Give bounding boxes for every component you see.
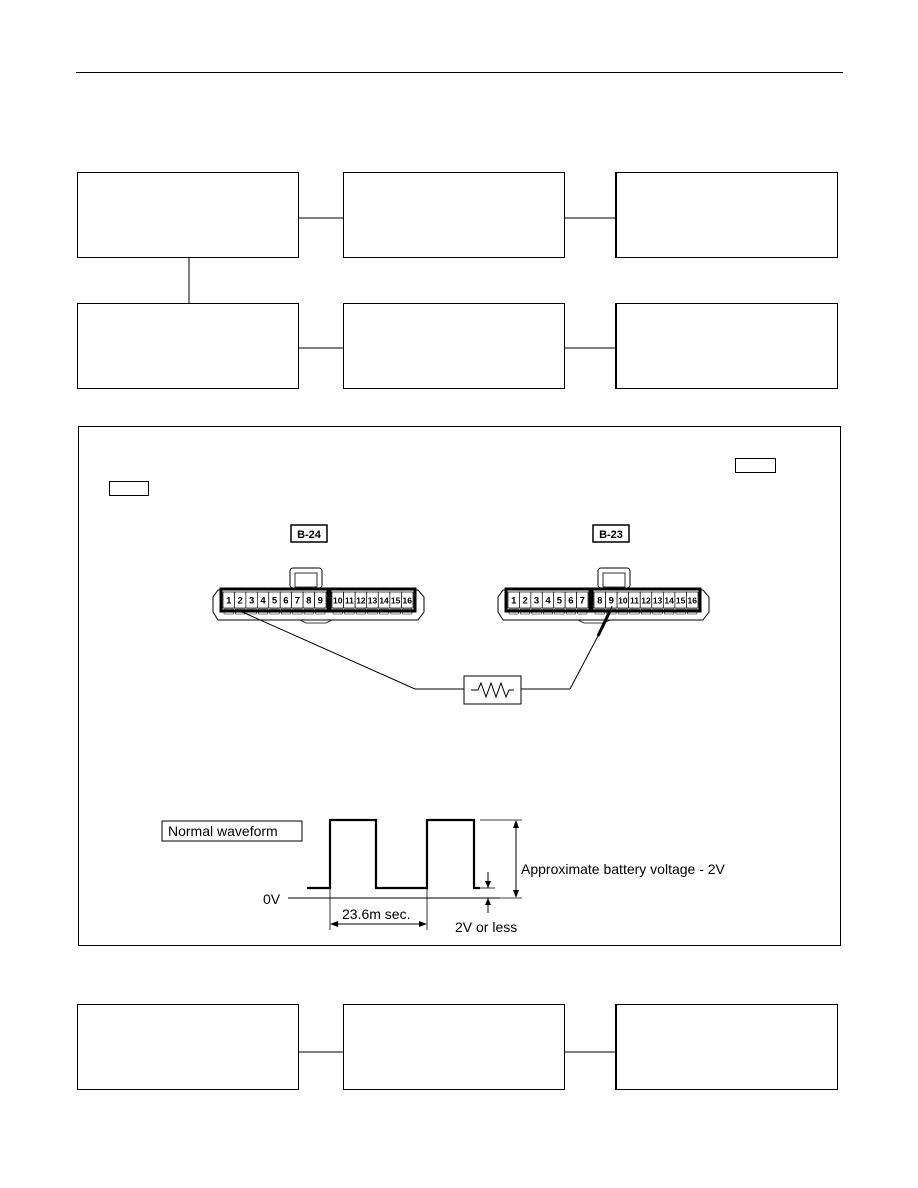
svg-text:12: 12 (356, 596, 366, 606)
b23-pin-9: 9 (605, 591, 618, 609)
b23-pin-7: 7 (576, 591, 589, 609)
period-dimension (329, 888, 428, 930)
header-rule (76, 72, 843, 73)
svg-text:5: 5 (272, 596, 278, 607)
connector-label-b24: B-24 (290, 524, 328, 543)
flow-step-box-6 (615, 303, 838, 389)
svg-text:10: 10 (618, 596, 628, 606)
b24-pin-15: 15 (389, 591, 402, 609)
b23-pin-14: 14 (662, 591, 676, 609)
b24-pin-2: 2 (234, 591, 247, 609)
svg-text:16: 16 (687, 596, 697, 606)
b24-pin-13: 13 (366, 591, 379, 609)
flow-step-box-9 (615, 1004, 838, 1090)
b23-pin-5: 5 (553, 591, 566, 609)
svg-text:Normal waveform: Normal waveform (168, 823, 278, 839)
b23-pin-12: 12 (639, 591, 653, 609)
svg-text:9: 9 (318, 596, 323, 607)
low-level-label: 2V or less (455, 919, 517, 935)
b23-pin-4: 4 (541, 591, 555, 609)
b23-pin-1: 1 (507, 591, 520, 609)
b24-pin-1: 1 (222, 591, 235, 609)
flow-step-box-2 (343, 172, 565, 258)
flow-step-box-3 (615, 172, 838, 258)
amplitude-dimension (480, 819, 522, 899)
b23-pin-13: 13 (651, 591, 664, 609)
b23-pin-3: 3 (530, 591, 543, 609)
svg-text:4: 4 (260, 596, 266, 607)
reference-tag-box-2 (109, 481, 149, 496)
b24-pin-9: 9 (314, 591, 327, 609)
svg-text:7: 7 (580, 596, 585, 607)
svg-text:2: 2 (238, 596, 243, 607)
svg-text:3: 3 (534, 596, 539, 607)
b23-pin-6: 6 (564, 591, 577, 609)
b24-pin-16: 16 (401, 591, 414, 609)
svg-text:1: 1 (226, 596, 232, 607)
svg-text:15: 15 (391, 596, 401, 606)
low-level-dimension (480, 872, 495, 913)
svg-text:5: 5 (557, 596, 563, 607)
b23-pin-16: 16 (686, 591, 699, 609)
inspection-panel (78, 426, 841, 946)
flow-step-box-1 (77, 172, 299, 258)
flow-step-box-4 (77, 303, 299, 389)
b24-pin-6: 6 (279, 591, 293, 609)
connector-label-b23: B-23 (592, 524, 630, 543)
flow-step-box-8 (343, 1004, 565, 1090)
b24-pin-5: 5 (268, 591, 281, 609)
svg-text:13: 13 (368, 596, 378, 606)
b24-pin-3: 3 (245, 591, 258, 609)
svg-text:15: 15 (676, 596, 686, 606)
b24-pin-8: 8 (302, 591, 315, 609)
b24-pin-10: 10 (331, 591, 344, 609)
svg-text:6: 6 (568, 596, 573, 607)
svg-text:4: 4 (545, 596, 551, 607)
b23-pin-8: 8 (593, 591, 606, 609)
svg-text:16: 16 (402, 596, 412, 606)
b24-pin-12: 12 (354, 591, 368, 609)
svg-text:10: 10 (333, 596, 343, 606)
svg-text:1: 1 (511, 596, 517, 607)
svg-text:8: 8 (306, 596, 311, 607)
svg-text:B-23: B-23 (599, 529, 623, 541)
flow-step-box-5 (343, 303, 565, 389)
b23-pin-11: 11 (628, 591, 641, 609)
b23-pin-2: 2 (519, 591, 532, 609)
svg-text:14: 14 (379, 596, 389, 606)
svg-text:12: 12 (641, 596, 651, 606)
flow-step-box-7 (77, 1004, 299, 1090)
normal-waveform-trace (307, 818, 480, 890)
svg-text:8: 8 (597, 596, 602, 607)
period-label: 23.6m sec. (342, 906, 410, 922)
b23-pin-10: 10 (616, 591, 630, 609)
waveform-title-label: Normal waveform (161, 820, 303, 842)
probe-wire-b24-pin2 (239, 610, 464, 690)
svg-text:13: 13 (653, 596, 663, 606)
amplitude-label: Approximate battery voltage - 2V (521, 861, 726, 877)
b24-pin-7: 7 (291, 591, 304, 609)
svg-text:3: 3 (249, 596, 254, 607)
b24-pin-4: 4 (256, 591, 270, 609)
reference-tag-box-1 (735, 458, 776, 473)
b24-pin-14: 14 (377, 591, 391, 609)
b24-pin-11: 11 (343, 591, 356, 609)
b23-pin-15: 15 (674, 591, 687, 609)
svg-text:6: 6 (283, 596, 288, 607)
svg-text:11: 11 (345, 596, 354, 606)
svg-text:14: 14 (664, 596, 674, 606)
resistor-symbol (463, 675, 522, 705)
svg-text:2: 2 (522, 596, 527, 607)
svg-text:7: 7 (295, 596, 300, 607)
probe-wire-b23-pin9 (521, 605, 613, 690)
zero-volt-label: 0V (263, 891, 281, 907)
svg-text:11: 11 (630, 596, 639, 606)
svg-text:B-24: B-24 (297, 529, 322, 541)
svg-text:9: 9 (609, 596, 614, 607)
